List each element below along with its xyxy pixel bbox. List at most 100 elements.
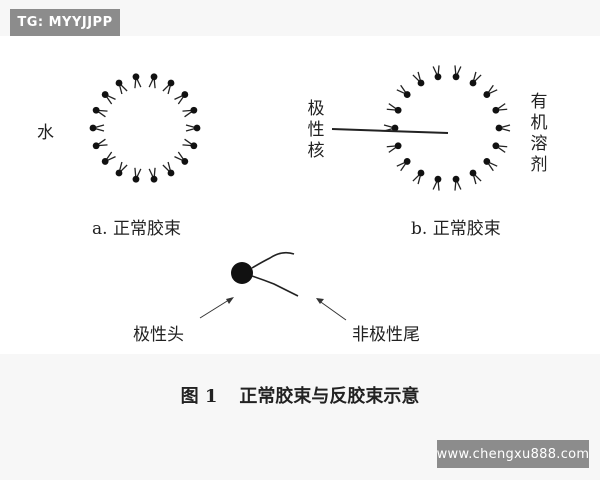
micelle-b-head bbox=[434, 73, 442, 81]
micelle-b-head bbox=[417, 79, 425, 87]
polar-core-char-1: 极 bbox=[307, 99, 325, 119]
micelle-a-head bbox=[190, 106, 198, 114]
label-b: b. 正常胶束 bbox=[411, 219, 501, 239]
micelle-b-molecule bbox=[386, 142, 402, 153]
micelle-b-molecule bbox=[495, 124, 511, 132]
surfactant-molecule bbox=[231, 251, 299, 297]
micelle-b-molecule bbox=[483, 84, 498, 98]
micelle-b-head bbox=[483, 91, 491, 98]
organic-solvent-label: 有 机 溶 剂 bbox=[529, 92, 549, 176]
micelle-a-head bbox=[132, 73, 140, 81]
nonpolar-tail-lower bbox=[251, 275, 299, 297]
micelle-a-molecule bbox=[182, 138, 198, 150]
micelle-a-head bbox=[101, 91, 109, 98]
polar-core-char-2: 性 bbox=[307, 120, 325, 140]
organic-solvent-char-4: 剂 bbox=[530, 155, 548, 175]
organic-solvent-char-2: 机 bbox=[530, 113, 548, 133]
micelle-a-molecule bbox=[148, 167, 158, 183]
micelle-b-head bbox=[492, 142, 500, 150]
polar-core-pointer bbox=[331, 128, 449, 134]
micelle-a-molecule bbox=[132, 73, 142, 89]
organic-solvent-char-3: 溶 bbox=[530, 134, 548, 154]
micelle-a-head bbox=[89, 124, 97, 132]
micelle-b-molecule bbox=[492, 142, 508, 153]
micelle-b-head bbox=[492, 106, 500, 114]
reverse-micelle-b bbox=[383, 65, 511, 191]
micelle-b-head bbox=[452, 73, 460, 81]
micelle-a-head bbox=[167, 169, 175, 177]
micelle-b-molecule bbox=[469, 169, 482, 185]
micelle-b-head bbox=[394, 106, 402, 114]
micelle-b-molecule bbox=[396, 84, 411, 98]
micelle-b-head bbox=[469, 79, 477, 87]
micelle-a-molecule bbox=[115, 79, 128, 95]
micelle-a-molecule bbox=[115, 161, 128, 177]
micelle-b-head bbox=[483, 158, 491, 165]
watermark-bottom-badge: www.chengxu888.com bbox=[437, 440, 589, 468]
micelle-a-head bbox=[92, 106, 100, 114]
micelle-b-head bbox=[434, 175, 442, 183]
micelle-a-head bbox=[101, 158, 109, 165]
micelle-a-molecule bbox=[148, 73, 158, 89]
micelle-a-head bbox=[181, 158, 189, 165]
micelle-a-molecule bbox=[182, 106, 198, 118]
micelle-a-molecule bbox=[92, 106, 108, 118]
micelle-a-head bbox=[190, 142, 198, 150]
nonpolar-tail-upper bbox=[251, 251, 295, 269]
polar-head-arrowhead bbox=[226, 297, 234, 304]
micelle-a-head bbox=[115, 169, 123, 177]
nonpolar-tail-label: 非极性尾 bbox=[352, 325, 420, 345]
label-a: a. 正常胶束 bbox=[92, 219, 181, 239]
nonpolar-tail-arrowhead bbox=[316, 298, 324, 304]
micelle-b-molecule bbox=[483, 158, 498, 172]
micelle-a-molecule bbox=[101, 91, 116, 105]
micelle-a-molecule bbox=[185, 124, 201, 132]
water-label: 水 bbox=[37, 123, 54, 143]
polar-core-label: 极 性 核 bbox=[306, 99, 326, 162]
micelle-a-molecule bbox=[132, 167, 142, 183]
micelle-b-head bbox=[452, 175, 460, 183]
micelle-a-head bbox=[92, 142, 100, 150]
micelle-b-head bbox=[391, 124, 399, 132]
micelle-a-molecule bbox=[89, 124, 105, 132]
micelle-b-molecule bbox=[432, 65, 442, 81]
micelle-a-head bbox=[181, 91, 189, 98]
micelle-b-head bbox=[394, 142, 402, 150]
watermark-top-badge: TG: MYYJJPP bbox=[10, 9, 120, 36]
figure-panel bbox=[0, 36, 600, 354]
micelle-b-molecule bbox=[452, 175, 462, 191]
micelle-b-molecule bbox=[452, 65, 462, 81]
polar-head-arrow bbox=[199, 297, 233, 319]
organic-solvent-char-1: 有 bbox=[530, 92, 548, 112]
micelle-a-molecule bbox=[174, 151, 189, 165]
micelle-a-molecule bbox=[162, 79, 175, 95]
micelle-a-head bbox=[150, 73, 158, 81]
micelle-b-molecule bbox=[396, 158, 411, 172]
polar-head-ball bbox=[231, 262, 253, 284]
micelle-a-head bbox=[193, 124, 201, 132]
micelle-b-head bbox=[417, 169, 425, 177]
nonpolar-tail-arrow bbox=[317, 299, 347, 321]
micelle-b-molecule bbox=[492, 103, 508, 114]
micelle-b-molecule bbox=[412, 169, 425, 185]
micelle-a-molecule bbox=[92, 138, 108, 150]
micelle-b-molecule bbox=[386, 103, 402, 114]
figure-caption: 图 1 正常胶束与反胶束示意 bbox=[0, 382, 600, 408]
micelle-b-head bbox=[469, 169, 477, 177]
micelle-a-head bbox=[167, 79, 175, 87]
micelle-b-head bbox=[495, 124, 503, 132]
micelle-a-molecule bbox=[162, 161, 175, 177]
normal-micelle-a bbox=[89, 73, 201, 183]
micelle-a-head bbox=[115, 79, 123, 87]
micelle-b-head bbox=[403, 91, 411, 98]
polar-head-label: 极性头 bbox=[133, 325, 184, 345]
polar-core-char-3: 核 bbox=[307, 141, 325, 161]
caption-text: 正常胶束与反胶束示意 bbox=[239, 386, 420, 407]
caption-number: 图 1 bbox=[180, 386, 218, 407]
micelle-b-molecule bbox=[432, 175, 442, 191]
micelle-b-head bbox=[403, 158, 411, 165]
micelle-a-molecule bbox=[174, 91, 189, 105]
micelle-b-molecule bbox=[412, 71, 425, 87]
micelle-a-head bbox=[132, 175, 140, 183]
